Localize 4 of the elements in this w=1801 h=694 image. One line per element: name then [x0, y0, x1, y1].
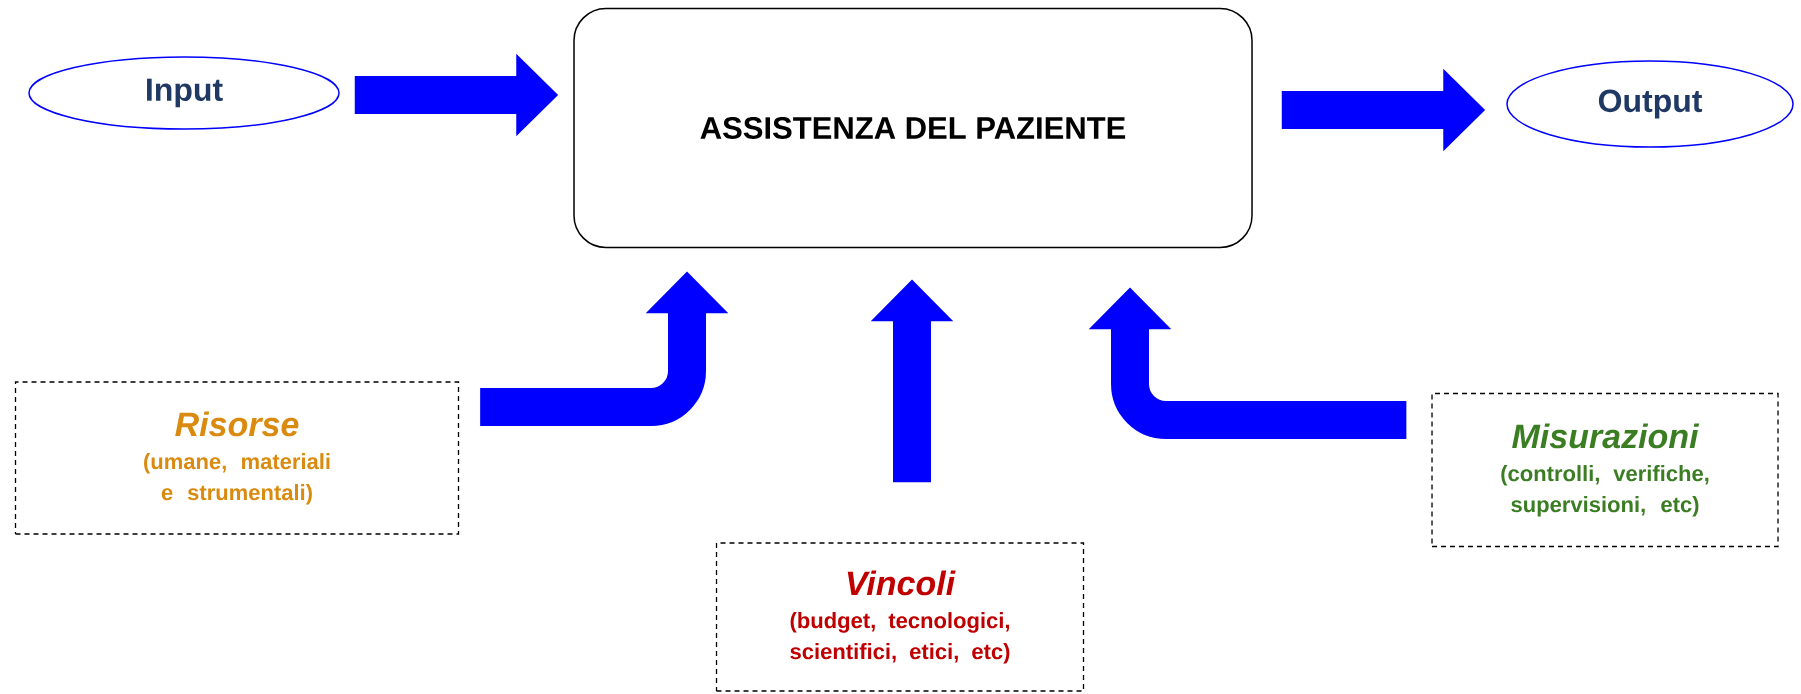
dashed-box: Risorse (umane, materiali e strumentali) [14, 381, 460, 535]
process-box: ASSISTENZA DEL PAZIENTE [573, 7, 1253, 249]
dashed-box: Vincoli (budget, tecnologici, scientifici, etici, etc) [715, 542, 1085, 692]
dashed-box: Misurazioni (controlli, verifiche, supervisioni, etc) [1431, 392, 1779, 548]
